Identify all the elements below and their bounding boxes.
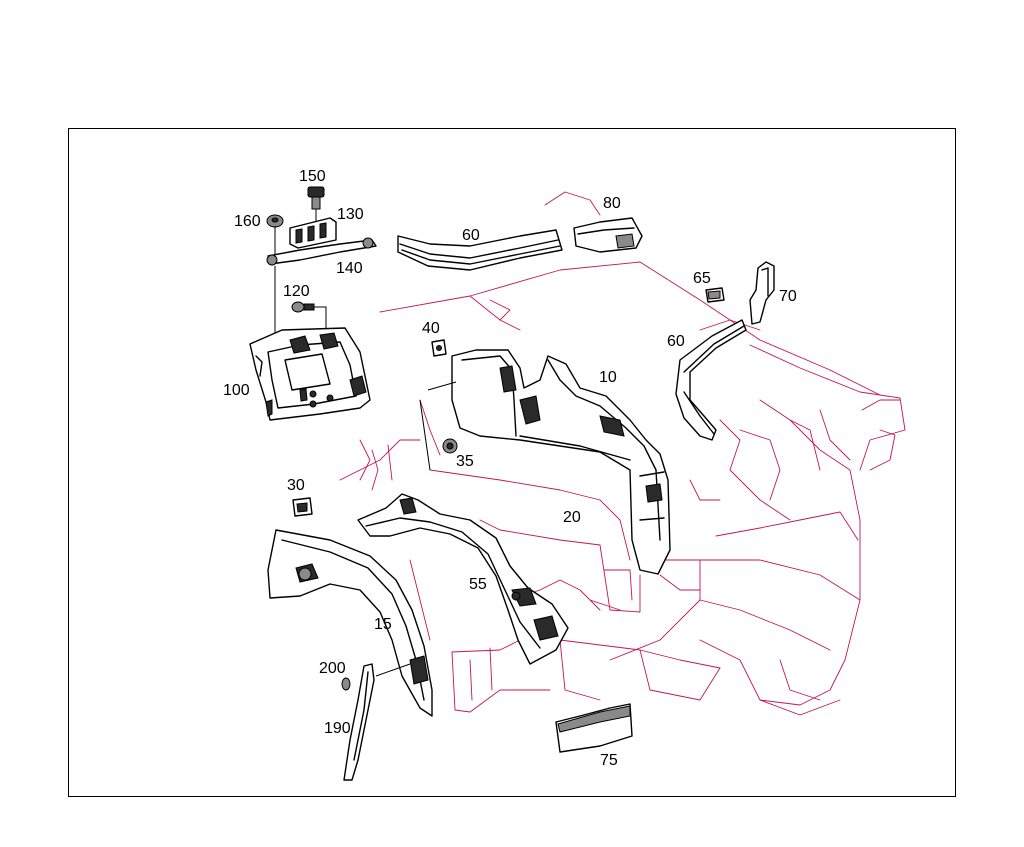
callout-20: 20 <box>563 509 581 526</box>
part-10-wheelhouse-liner <box>419 349 671 575</box>
callout-10: 10 <box>599 369 617 386</box>
part-55-rail <box>357 493 569 665</box>
callout-65: 65 <box>693 270 711 287</box>
callout-100: 100 <box>223 382 250 399</box>
callout-150: 150 <box>299 168 326 185</box>
part-30-clip <box>292 497 313 517</box>
callout-80: 80 <box>603 195 621 212</box>
part-160-nut <box>266 214 284 228</box>
part-140-strut-bar <box>266 226 377 266</box>
part-100-tray <box>249 327 371 421</box>
part-60-seal-right <box>675 319 747 441</box>
part-75-cover <box>555 703 633 753</box>
part-70-bracket <box>749 261 775 325</box>
part-80-duct <box>573 217 643 253</box>
part-15-fender-liner <box>267 529 433 717</box>
callout-35: 35 <box>456 453 474 470</box>
callout-130: 130 <box>337 206 364 223</box>
callout-40: 40 <box>422 320 440 337</box>
callout-60-right: 60 <box>667 333 685 350</box>
callout-70: 70 <box>779 288 797 305</box>
part-130-bracket <box>289 217 337 249</box>
part-150-bolt <box>307 186 325 226</box>
callout-labels: 150 160 130 140 120 100 60 80 65 70 60 4… <box>223 168 797 769</box>
callout-30: 30 <box>287 477 305 494</box>
part-40-clip <box>431 339 447 357</box>
part-200-grommet <box>341 677 351 691</box>
callout-55: 55 <box>469 576 487 593</box>
vehicle-body-context <box>339 191 906 716</box>
callout-60-upper: 60 <box>462 227 480 244</box>
callout-120: 120 <box>283 283 310 300</box>
callout-160: 160 <box>234 213 261 230</box>
callout-15: 15 <box>374 616 392 633</box>
callout-200: 200 <box>319 660 346 677</box>
callout-190: 190 <box>324 720 351 737</box>
part-65-clip <box>705 287 725 303</box>
part-190-strip <box>343 663 411 781</box>
callout-75: 75 <box>600 752 618 769</box>
part-35-grommet <box>442 438 458 454</box>
callout-140: 140 <box>336 260 363 277</box>
part-120-screw <box>274 266 327 338</box>
part-60-seal-upper <box>397 229 563 271</box>
diagram-frame <box>68 128 956 797</box>
